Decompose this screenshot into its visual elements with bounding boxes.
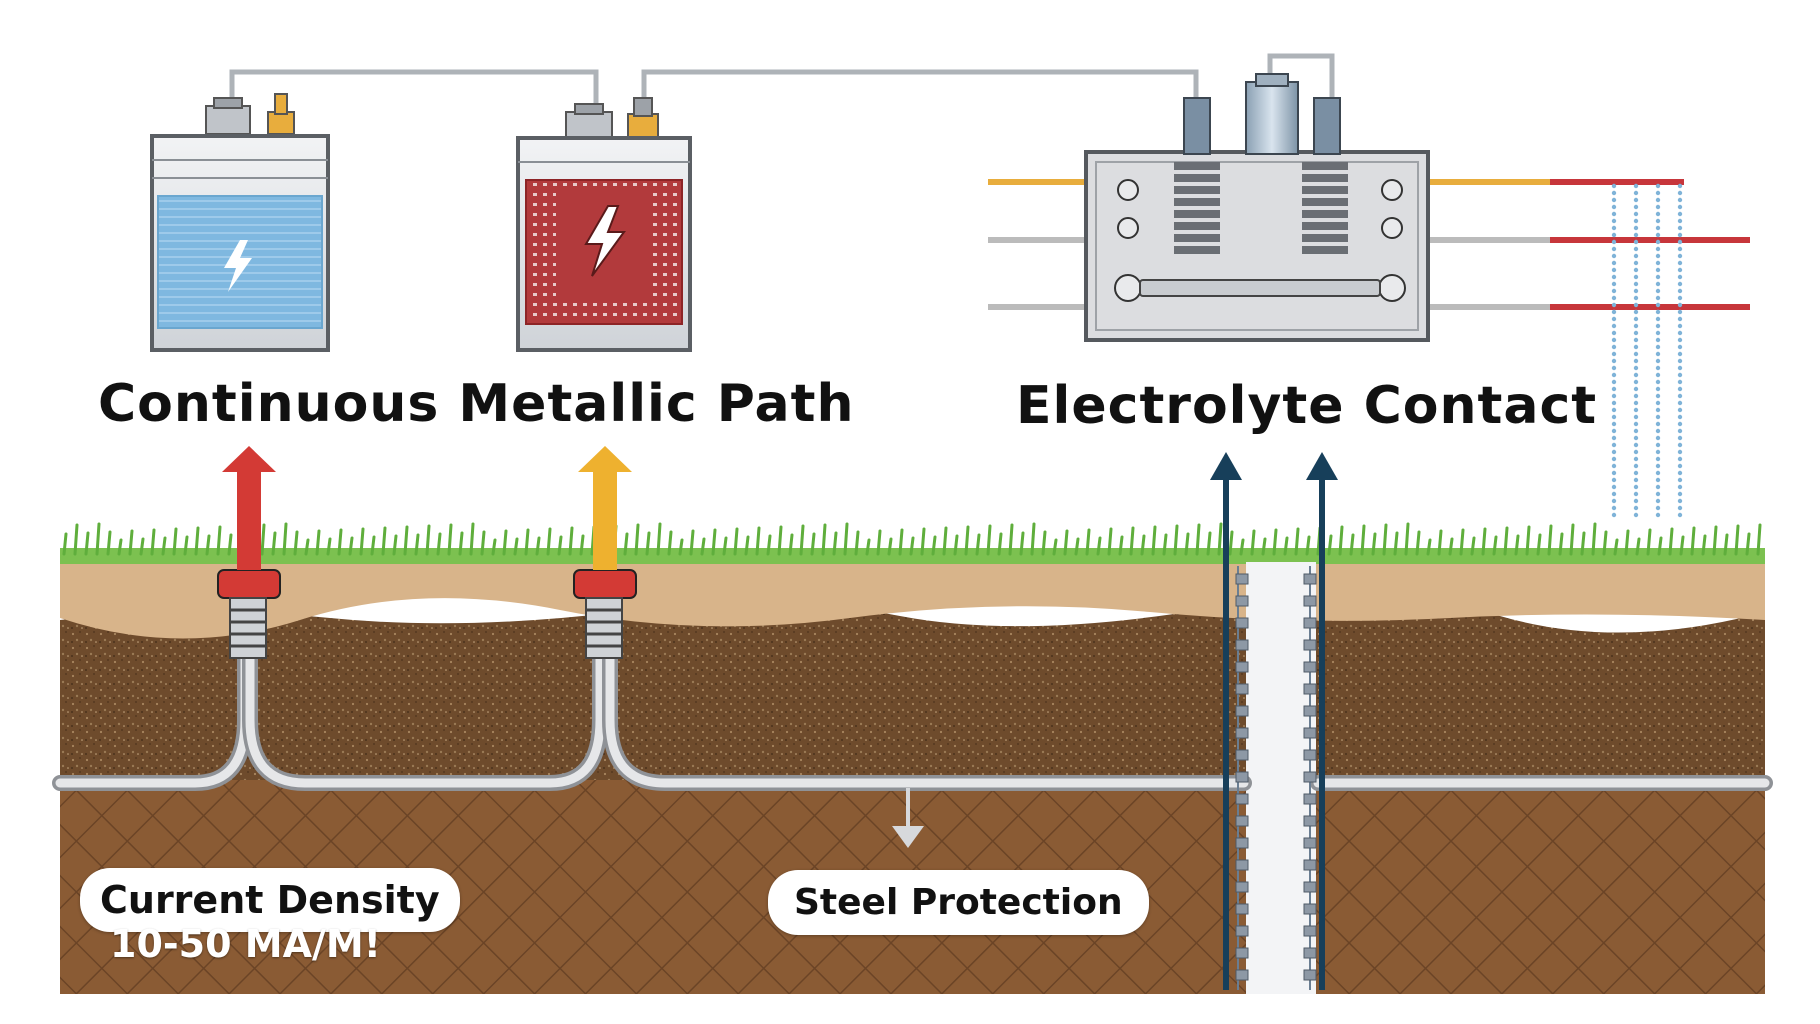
arrow-down-icon bbox=[892, 788, 924, 848]
connecting-wires bbox=[229, 53, 1335, 108]
lightning-bolt-icon bbox=[584, 205, 626, 277]
electrolyte-contact-heading: Electrolyte Contact bbox=[1016, 376, 1598, 436]
rectifier-unit bbox=[988, 73, 1750, 518]
grass-blades bbox=[62, 522, 1762, 556]
ground bbox=[60, 522, 1765, 994]
ground-rod-left bbox=[1235, 573, 1249, 981]
ground-bed-cables bbox=[1611, 183, 1683, 518]
ground-rod-right bbox=[1303, 573, 1317, 981]
metallic-path-heading: Continuous Metallic Path bbox=[98, 374, 855, 434]
current-density-value: 10-50 MA/M! bbox=[110, 922, 382, 966]
battery-blue bbox=[150, 93, 330, 352]
transformer-coil-right bbox=[1302, 162, 1348, 254]
screw-terminal-icon bbox=[627, 97, 659, 141]
steel-pipe bbox=[52, 632, 1773, 791]
steel-protection-label: Steel Protection bbox=[768, 870, 1149, 935]
arrow-up-icon bbox=[222, 446, 276, 570]
lightning-bolt-icon bbox=[224, 240, 252, 292]
soil-layer bbox=[60, 596, 1765, 780]
screw-terminal-icon bbox=[267, 93, 295, 135]
arrow-up-icon bbox=[578, 446, 632, 570]
electrolyte-shaft bbox=[1210, 452, 1338, 990]
transformer-coil-left bbox=[1174, 162, 1220, 254]
topsoil-layer bbox=[60, 560, 1765, 639]
current-density-label: Current Density bbox=[80, 868, 460, 932]
anode-connector-left bbox=[217, 569, 281, 659]
battery-red bbox=[516, 97, 692, 352]
